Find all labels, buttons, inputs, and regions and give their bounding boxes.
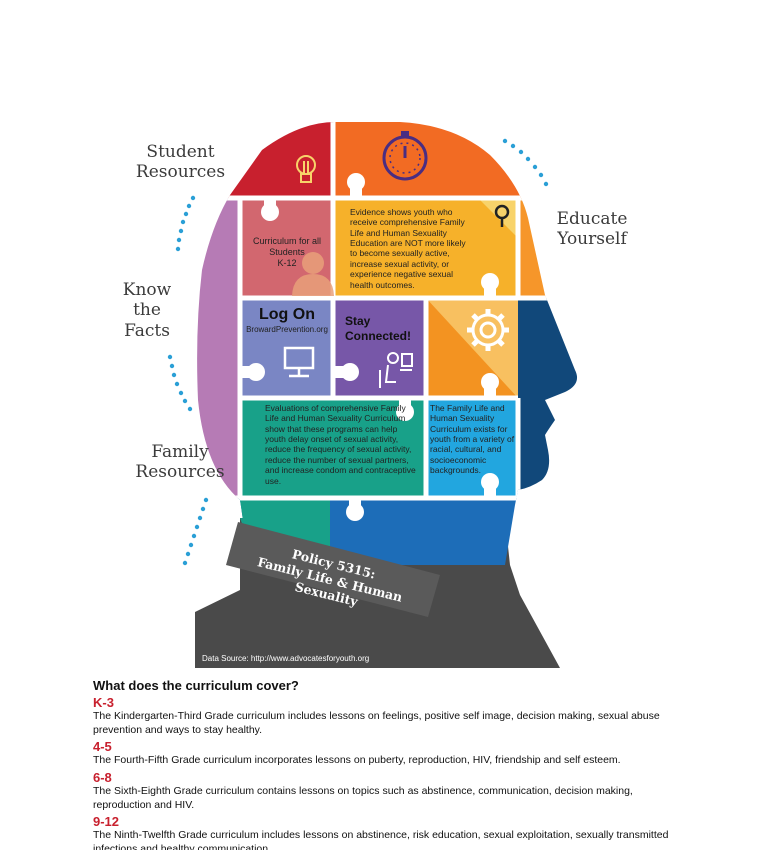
grade-description: The Sixth-Eighth Grade curriculum contai… (93, 784, 633, 811)
person-icon (292, 252, 334, 296)
curriculum-section: What does the curriculum cover? K-3 The … (93, 678, 693, 850)
log-on-title: Log On (259, 306, 315, 323)
person-computer-icon (379, 352, 413, 388)
grade-label: 6-8 (93, 769, 112, 785)
computer-icon (283, 346, 315, 378)
diversity-text: The Family Life and Human Sexuality Curr… (430, 403, 515, 476)
grade-description: The Kindergarten-Third Grade curriculum … (93, 710, 660, 736)
grade-label: 4-5 (93, 739, 112, 755)
grade-label: 9-12 (93, 814, 120, 830)
grade-description: The Fourth-Fifth Grade curriculum incorp… (93, 754, 621, 767)
grade-description: The Ninth-Twelfth Grade curriculum inclu… (93, 829, 669, 850)
dotted-arcs (167, 138, 549, 566)
student-resources-label: Student Resources (135, 142, 226, 183)
log-on-url: BrowardPrevention.org (246, 325, 328, 334)
stay-connected-text: Stay Connected! (345, 314, 411, 343)
family-resources-label: Family Resources (135, 442, 225, 483)
educate-yourself-label: Educate Yourself (556, 209, 628, 250)
piece-teal (240, 398, 426, 498)
evaluations-text: Evaluations of comprehensive Family Life… (265, 403, 416, 486)
gear-icon (467, 309, 509, 351)
lightbulb-icon (296, 155, 316, 183)
evidence-text: Evidence shows youth who receive compreh… (350, 207, 466, 290)
piece-lightblue (426, 398, 518, 498)
data-source: Data Source: http://www.advocatesforyout… (202, 654, 370, 663)
know-the-facts-label: Know the Facts (122, 280, 172, 341)
curriculum-text: Curriculum for all Students K-12 (252, 236, 321, 268)
curriculum-question: What does the curriculum cover? (93, 678, 299, 693)
grade-label: K-3 (93, 695, 114, 710)
policy-banner (226, 522, 440, 617)
magnifier-icon (494, 204, 510, 227)
piece-navy (518, 298, 578, 498)
clock-icon (382, 131, 428, 181)
